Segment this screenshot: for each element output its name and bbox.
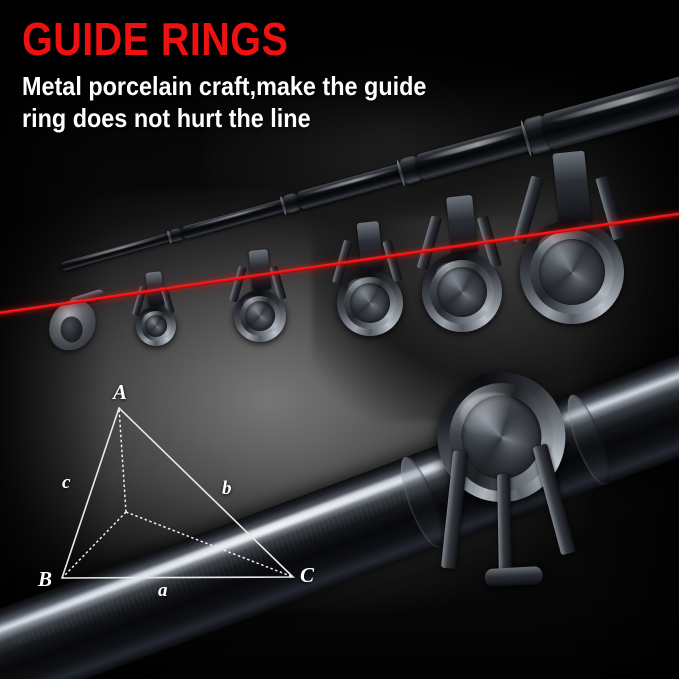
triangle-vertex-label-c: C	[300, 563, 315, 587]
guide-ring-5-highlight	[538, 232, 586, 262]
guide-leg-center	[497, 473, 512, 579]
guide-ring-3-frame	[356, 220, 384, 272]
text-block: GUIDE RINGS Metal porcelain craft,make t…	[22, 16, 471, 134]
guide-ring-2-frame	[248, 249, 272, 291]
guide-ring-4-highlight	[436, 262, 473, 285]
triangle-side-label-c: c	[62, 472, 71, 493]
guide-ring-3-highlight	[348, 278, 378, 297]
incenter-line-to-b	[61, 511, 127, 579]
subtitle-line-2: ring does not hurt the line	[22, 103, 311, 133]
guide-ring-5-frame	[552, 150, 592, 226]
triangle-vertex-label-b: B	[38, 567, 53, 591]
single-guide-ring-closeup	[418, 368, 590, 606]
triangle-side-label-b: b	[222, 478, 232, 499]
incenter-line-to-c	[125, 511, 294, 578]
guide-ring-5	[508, 150, 636, 328]
guide-ring-1-highlight	[143, 312, 161, 324]
guide-ring-1	[130, 271, 180, 350]
guide-ring-2-highlight	[243, 297, 267, 312]
triangle-diagram-svg	[60, 406, 295, 579]
triangle-side-label-a: a	[158, 580, 168, 601]
guide-ring-4	[414, 194, 510, 336]
guide-ring-2	[228, 249, 292, 346]
triangle-outline	[60, 406, 295, 579]
guide-mounting-foot	[484, 566, 544, 588]
subtitle-line-1: Metal porcelain craft,make the guide	[22, 71, 427, 101]
triangle-support-diagram: A B C a b c	[0, 360, 360, 610]
triangle-vertex-label-a: A	[113, 380, 128, 404]
page-title: GUIDE RINGS	[22, 13, 289, 65]
incenter-line-to-a	[118, 407, 127, 513]
guide-ring-3	[330, 220, 410, 338]
